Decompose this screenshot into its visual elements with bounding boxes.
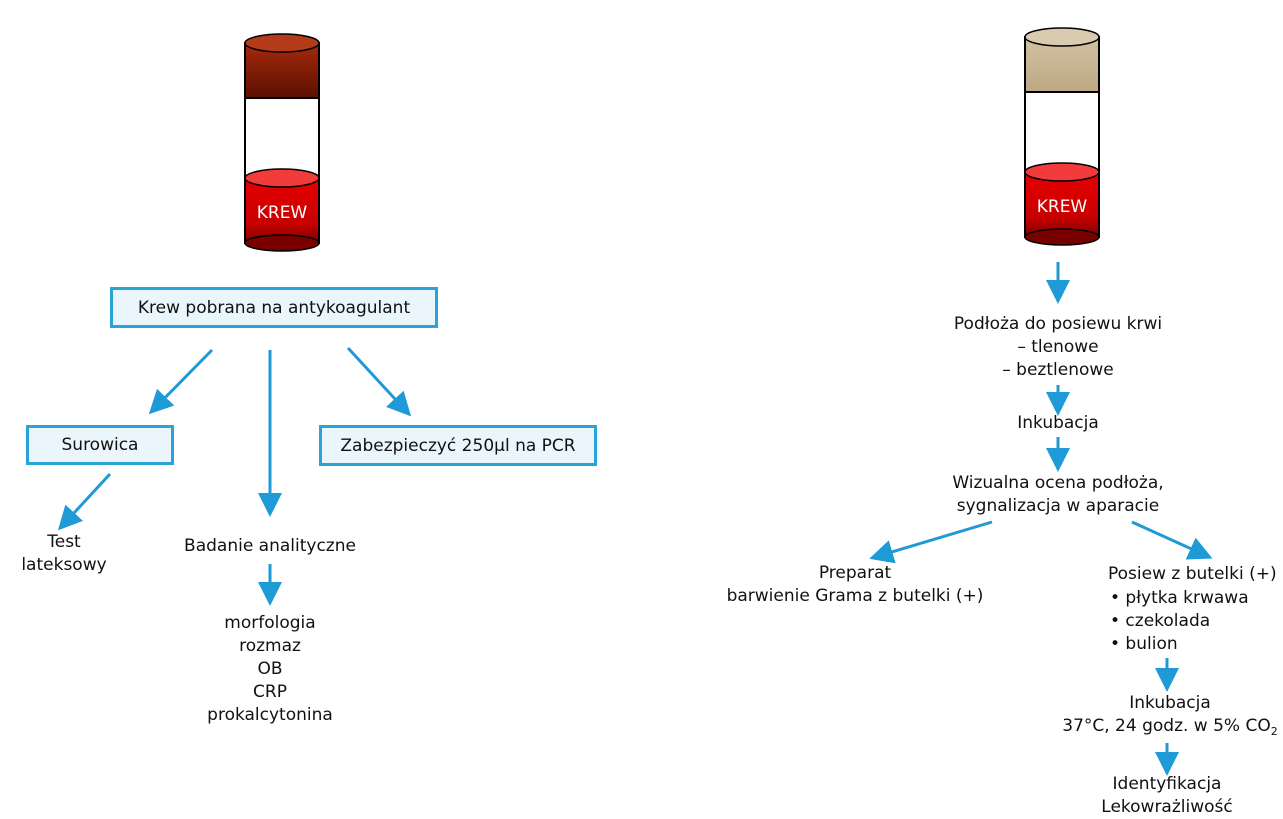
test-item: morfologia [224,613,316,633]
incubation-text: Inkubacja [988,412,1128,435]
arrow-to-smear [869,520,993,564]
final-line-2: Lekowrażliwość [1101,797,1233,817]
box-anticoagulant-blood: Krew pobrana na antykoagulant [110,287,438,328]
latex-line-1: Test [47,532,81,552]
arrow-to-culture [1131,520,1213,560]
tube-label-right: KREW [1036,197,1088,217]
tube-label-left: KREW [256,203,308,223]
analytic-line: Badanie analityczne [184,536,356,556]
test-item: CRP [253,682,287,702]
assessment-line-2: sygnalizacja w aparacie [956,496,1160,516]
final-text: Identyfikacja Lekowrażliwość [1082,773,1252,819]
culture-title-text: Posiew z butelki (+) [1108,563,1283,586]
box-serum-label: Surowica [61,435,139,455]
assessment-text: Wizualna ocena podłoża, sygnalizacja w a… [918,472,1198,518]
blood-tube-right [1024,27,1100,246]
blood-tube-left [244,33,320,252]
media-line-1: Podłoża do posiewu krwi [953,314,1163,334]
box-anticoagulant-label: Krew pobrana na antykoagulant [137,297,411,318]
media-line-3: – beztlenowe [1002,360,1114,380]
arrow-to-serum [148,348,214,415]
arrow-to-pcr [346,346,412,417]
media-text: Podłoża do posiewu krwi – tlenowe – bezt… [928,313,1188,382]
incubation2-title: Inkubacja [1129,693,1211,713]
arrow-to-latex [57,472,112,531]
test-item: rozmaz [239,636,301,656]
box-serum: Surowica [26,425,174,465]
analytic-test-text: Badanie analityczne [170,535,370,558]
incubation-line: Inkubacja [1017,413,1099,433]
assessment-line-1: Wizualna ocena podłoża, [952,473,1164,493]
test-list: morfologia rozmaz OB CRP prokalcytonina [190,612,350,727]
incubation2-detail-line: 37°C, 24 godz. w 5% CO2 [1060,715,1280,743]
box-pcr: Zabezpieczyć 250µl na PCR [319,425,597,466]
smear-line-2: barwienie Grama z butelki (+) [726,586,984,606]
incubation2-detail: 37°C, 24 godz. w 5% CO [1062,716,1271,736]
final-line-1: Identyfikacja [1112,774,1222,794]
incubation2-text: Inkubacja 37°C, 24 godz. w 5% CO2 [1060,692,1280,743]
culture-item: • czekolada [1110,611,1211,631]
co2-subscript: 2 [1270,725,1278,738]
latex-line-2: lateksowy [21,555,107,575]
smear-line-1: Preparat [818,563,892,583]
culture-item: • bulion [1110,634,1178,654]
culture-title: Posiew z butelki (+) [1108,564,1277,584]
culture-list: • płytka krwawa • czekolada • bulion [1110,587,1270,656]
test-item: OB [257,659,283,679]
latex-test-text: Test lateksowy [14,531,114,577]
test-item: prokalcytonina [207,705,333,725]
media-line-2: – tlenowe [1017,337,1099,357]
smear-text: Preparat barwienie Grama z butelki (+) [710,562,1000,608]
culture-item: • płytka krwawa [1110,588,1249,608]
box-pcr-label: Zabezpieczyć 250µl na PCR [340,435,576,456]
